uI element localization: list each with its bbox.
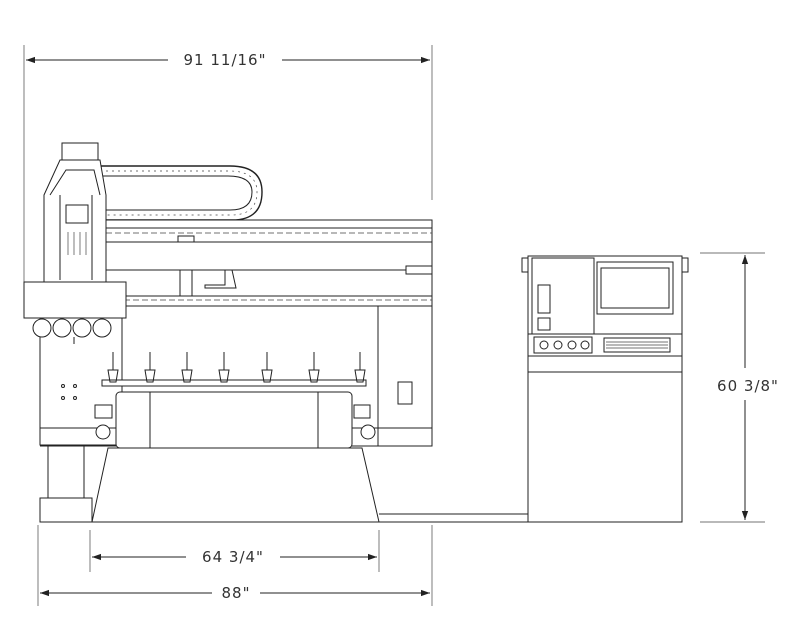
dimension-machine-width: 88": [37, 525, 433, 606]
overall-width-label: 91 11/16": [184, 51, 267, 69]
gantry-beam: [105, 219, 433, 307]
cable-chain: [100, 165, 263, 221]
dimension-console-height: 60 3/8": [700, 252, 779, 523]
base-width-label: 64 3/4": [202, 548, 264, 566]
spindle-carriage: [23, 142, 127, 344]
control-console: [521, 255, 689, 523]
dimension-overall-width: 91 11/16": [23, 45, 433, 290]
console-height-label: 60 3/8": [717, 377, 779, 395]
machine-width-label: 88": [222, 584, 251, 602]
tool-holder: [107, 352, 366, 383]
tool-rack: [94, 352, 413, 449]
dimension-base-width: 64 3/4": [89, 530, 380, 572]
